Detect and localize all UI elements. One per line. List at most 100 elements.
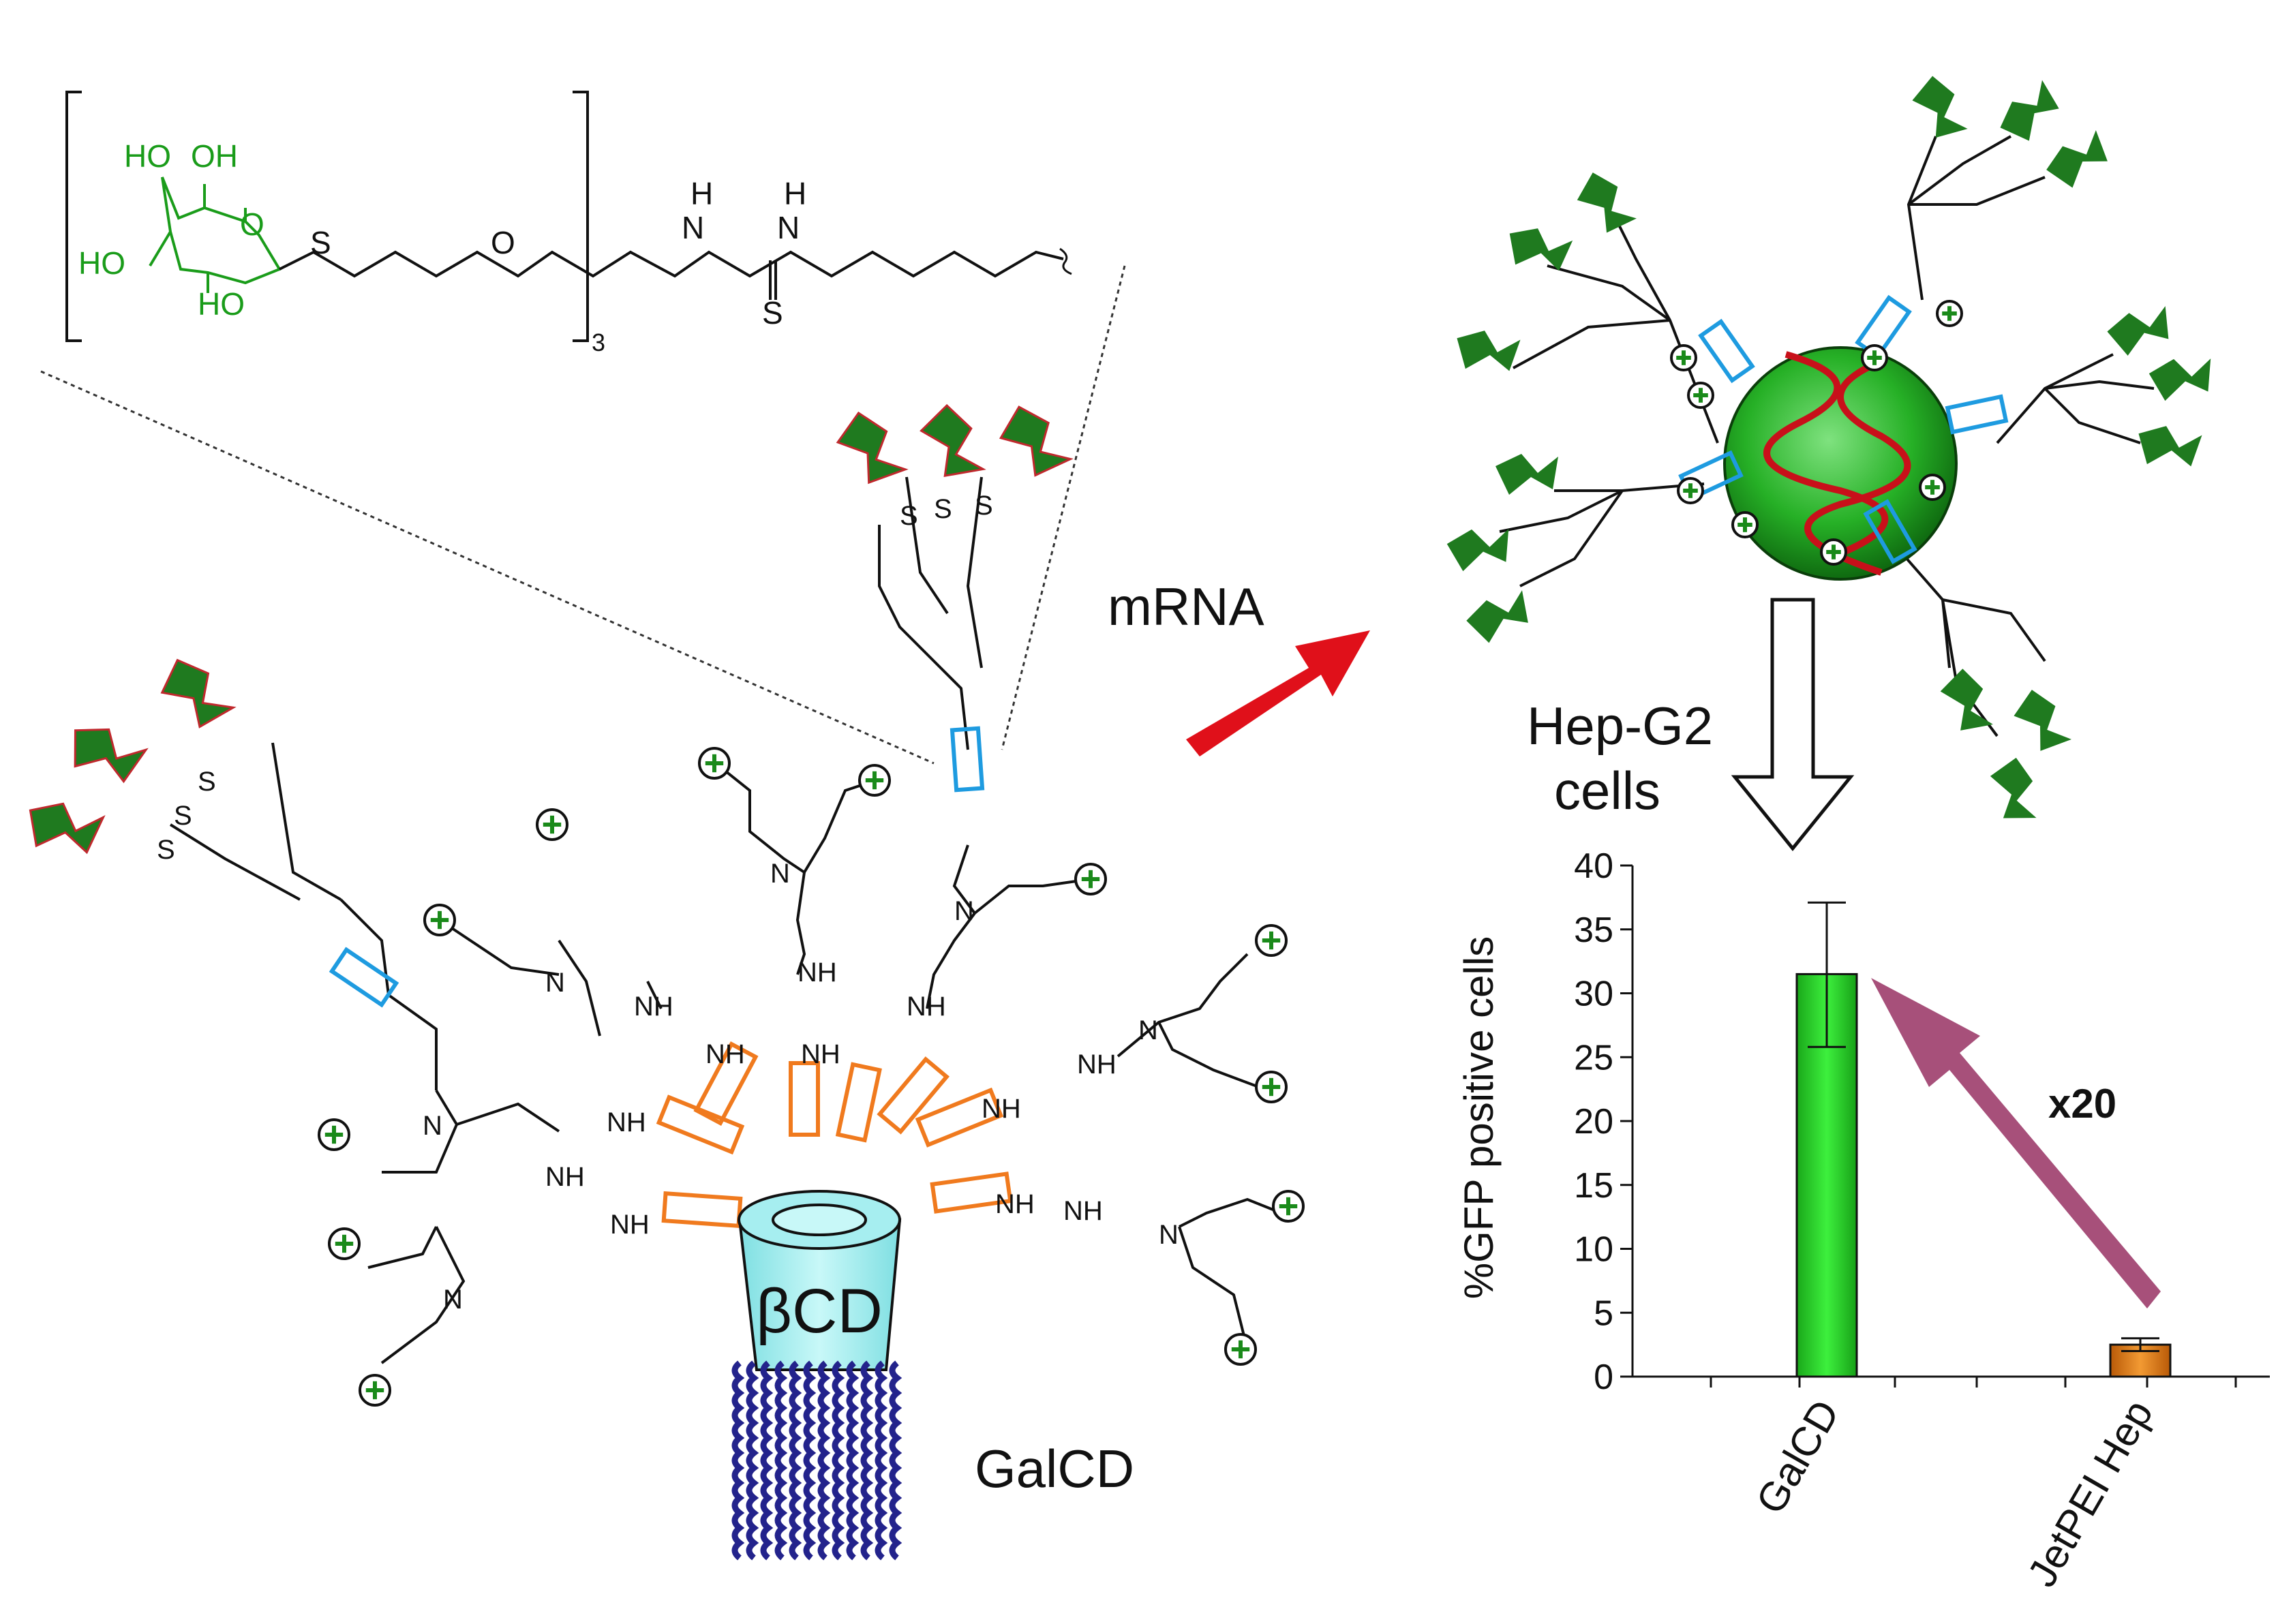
galcd-atom-labels: N N N N N N N NH NH NH NH NH NH NH NH NH…	[157, 491, 1179, 1315]
fold-arrow	[1871, 978, 2161, 1308]
lipid-tail	[789, 1360, 802, 1561]
lipid-tail	[875, 1360, 888, 1561]
plus-charge-icon	[1936, 300, 1963, 327]
plus-charge-icon	[1272, 1190, 1305, 1223]
svg-text:S: S	[310, 225, 331, 260]
svg-text:S: S	[900, 501, 918, 531]
zoom-guide-left	[40, 370, 935, 765]
error-bar	[1808, 901, 1846, 1048]
plus-charge-icon	[858, 764, 891, 797]
plus-charge-icon	[423, 904, 456, 936]
svg-text:S: S	[174, 801, 192, 831]
galactose-dendron-structure	[65, 91, 1072, 342]
lipid-tail	[760, 1360, 774, 1561]
plus-charge-icon	[1677, 477, 1704, 504]
svg-text:NH: NH	[798, 957, 837, 987]
svg-text:HO: HO	[198, 286, 245, 322]
svg-text:NH: NH	[801, 1039, 840, 1069]
x-category-label: GalCD	[1747, 1392, 1848, 1521]
svg-text:3: 3	[592, 328, 605, 356]
svg-text:O: O	[491, 225, 515, 260]
lipid-tail	[817, 1360, 831, 1561]
svg-text:NH: NH	[607, 1107, 646, 1137]
svg-text:N: N	[1159, 1220, 1179, 1250]
svg-text:S: S	[934, 494, 952, 524]
plus-charge-icon	[1255, 1071, 1288, 1103]
svg-text:NH: NH	[610, 1210, 650, 1240]
lipid-tail	[889, 1360, 902, 1561]
cells-label: cells	[1554, 761, 1661, 821]
y-tick-label: 40	[1574, 846, 1613, 886]
plus-charge-icon	[1820, 538, 1847, 566]
svg-text:NH: NH	[634, 992, 673, 1022]
plus-charge-icon	[328, 1227, 361, 1260]
svg-text:N: N	[954, 896, 974, 926]
amide-linkers	[329, 726, 985, 1008]
y-tick-label: 10	[1574, 1230, 1613, 1270]
svg-text:NH: NH	[1063, 1196, 1103, 1226]
mrna-label: mRNA	[1108, 577, 1264, 637]
y-tick-label: 25	[1574, 1038, 1613, 1077]
lipid-tail	[731, 1360, 745, 1561]
x-category-label: JetPEI Hep	[2018, 1392, 2161, 1594]
svg-text:NH: NH	[545, 1162, 585, 1192]
galactose-atom-labels: HO OH HO HO O	[78, 138, 264, 322]
svg-text:S: S	[975, 491, 993, 521]
lipid-tails	[731, 1360, 902, 1561]
polyplex-linkers	[1678, 294, 2009, 564]
y-tick-label: 30	[1574, 975, 1613, 1014]
svg-text:H: H	[690, 176, 713, 211]
plus-charge-icon	[536, 808, 568, 841]
svg-text:NH: NH	[982, 1094, 1021, 1124]
plus-charge-icon	[1687, 382, 1714, 409]
galcd-molecule: βCD	[169, 476, 1282, 1561]
lipid-tail	[774, 1360, 788, 1561]
fold-change-label: x20	[2048, 1081, 2117, 1127]
y-tick-label: 15	[1574, 1166, 1613, 1206]
plus-charge-icon	[1074, 863, 1107, 895]
plus-charge-icon	[1224, 1333, 1257, 1366]
y-tick-label: 20	[1574, 1102, 1613, 1142]
plus-charge-icon	[1861, 344, 1888, 371]
lipid-tail	[860, 1360, 874, 1561]
plus-charge-icon	[359, 1374, 391, 1407]
svg-text:NH: NH	[995, 1189, 1035, 1219]
hep-g2-label: Hep-G2	[1527, 696, 1714, 756]
svg-text:N: N	[682, 210, 704, 245]
plus-charge-icon	[1670, 344, 1697, 371]
core-linkers	[656, 1041, 1013, 1228]
lipid-tail	[832, 1360, 845, 1561]
svg-text:S: S	[157, 835, 175, 865]
positive-charges-polyplex	[1670, 300, 1963, 566]
svg-text:N: N	[443, 1285, 463, 1315]
plus-charge-icon	[698, 747, 731, 780]
svg-text:NH: NH	[1077, 1050, 1117, 1079]
lipid-tail	[803, 1360, 817, 1561]
svg-text:N: N	[777, 210, 800, 245]
down-arrow	[1731, 598, 1855, 851]
red-arrow	[1186, 630, 1370, 756]
zoom-guide-right	[1001, 265, 1126, 750]
svg-text:OH: OH	[191, 138, 238, 174]
positive-charges-left	[318, 747, 1305, 1407]
cyclodextrin-label: βCD	[756, 1276, 883, 1346]
svg-text:N: N	[545, 968, 565, 998]
svg-text:N: N	[1138, 1015, 1158, 1045]
lipid-tail	[846, 1360, 860, 1561]
plus-charge-icon	[1731, 511, 1759, 538]
galcd-sugars	[20, 397, 1074, 862]
y-tick-label: 0	[1594, 1358, 1613, 1397]
svg-text:NH: NH	[907, 992, 946, 1022]
svg-text:HO: HO	[124, 138, 171, 174]
svg-text:N: N	[770, 859, 790, 889]
mrna-helix	[1763, 351, 1911, 576]
plus-charge-icon	[318, 1118, 350, 1151]
chain-atom-labels: S O H N H N S 3	[310, 176, 806, 356]
plus-charge-icon	[1255, 924, 1288, 957]
svg-text:S: S	[762, 295, 783, 331]
svg-text:H: H	[784, 176, 806, 211]
svg-text:HO: HO	[78, 245, 125, 281]
plus-charge-icon	[1919, 474, 1946, 501]
error-bar	[2121, 1337, 2159, 1352]
